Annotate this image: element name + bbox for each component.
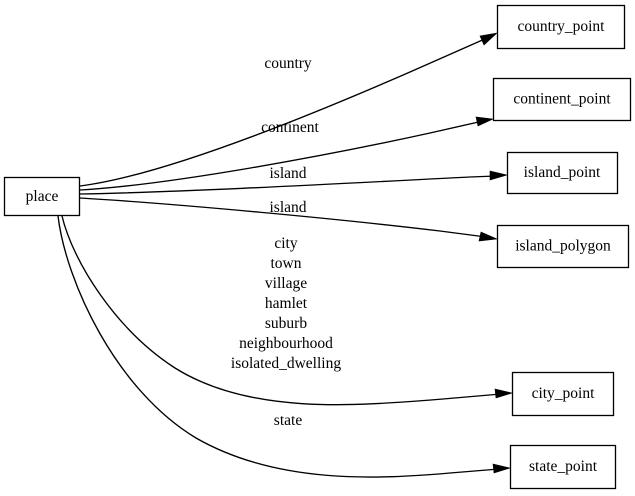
node-state-point-label: state_point <box>529 458 598 475</box>
arrowhead-island-polygon <box>478 231 499 242</box>
edge-label-city-line-3: hamlet <box>265 295 308 312</box>
arrowhead-city-point <box>494 388 514 399</box>
node-island-polygon-label: island_polygon <box>515 238 611 255</box>
edge-path-state-point <box>57 215 500 478</box>
edge-path-city-point <box>61 215 502 406</box>
edge-label-city-line-1: town <box>271 255 302 272</box>
edge-label-city-line-4: suburb <box>265 315 307 332</box>
node-place-box[interactable] <box>3 176 81 217</box>
arrowhead-state-point <box>492 463 512 474</box>
node-island-point-box[interactable] <box>506 151 619 195</box>
edge-place-to-island-point <box>79 170 509 195</box>
edge-label-city-line-2: village <box>265 275 307 292</box>
edge-label-continent: continent <box>261 119 319 136</box>
node-island-point-label: island_point <box>524 164 601 181</box>
edge-path-island-polygon <box>79 197 487 238</box>
node-island-polygon[interactable]: island_polygon <box>496 224 630 269</box>
node-island-polygon-box[interactable] <box>496 224 630 269</box>
node-continent-point[interactable]: continent_point <box>492 77 632 122</box>
arrowhead-country <box>479 32 498 46</box>
edge-label-state: state <box>274 412 303 429</box>
edge-path-country <box>79 37 488 187</box>
edge-label-city-group: city town village hamlet suburb neighbou… <box>231 235 341 372</box>
arrowhead-continent <box>475 116 495 127</box>
edge-place-to-state-point <box>57 215 512 478</box>
edge-label-country: country <box>264 55 312 72</box>
arrowhead-island-point <box>489 170 509 181</box>
edge-path-island-point <box>79 175 497 195</box>
node-continent-point-label: continent_point <box>513 91 611 108</box>
edge-place-to-island-polygon <box>79 197 499 242</box>
node-island-point[interactable]: island_point <box>506 151 619 195</box>
edge-place-to-city-point <box>61 215 514 406</box>
node-state-point-box[interactable] <box>509 444 617 490</box>
edge-place-to-country-point <box>79 32 498 187</box>
edge-label-city-line-5: neighbourhood <box>239 335 333 352</box>
edge-path-continent <box>79 120 484 191</box>
node-city-point-box[interactable] <box>511 371 615 417</box>
node-continent-point-box[interactable] <box>492 77 632 122</box>
node-country-point[interactable]: country_point <box>496 4 626 50</box>
edge-label-city-line-0: city <box>274 235 297 252</box>
edge-label-island-point: island <box>269 165 306 182</box>
node-state-point[interactable]: state_point <box>509 444 617 490</box>
node-country-point-box[interactable] <box>496 4 626 50</box>
edge-label-city-line-6: isolated_dwelling <box>231 355 341 372</box>
node-place-label: place <box>26 188 59 205</box>
node-place[interactable]: place <box>3 176 81 217</box>
edge-label-island-polygon: island <box>269 199 306 216</box>
node-city-point-label: city_point <box>532 385 596 402</box>
node-city-point[interactable]: city_point <box>511 371 615 417</box>
edge-place-to-continent-point <box>79 116 495 191</box>
node-country-point-label: country_point <box>518 18 606 35</box>
